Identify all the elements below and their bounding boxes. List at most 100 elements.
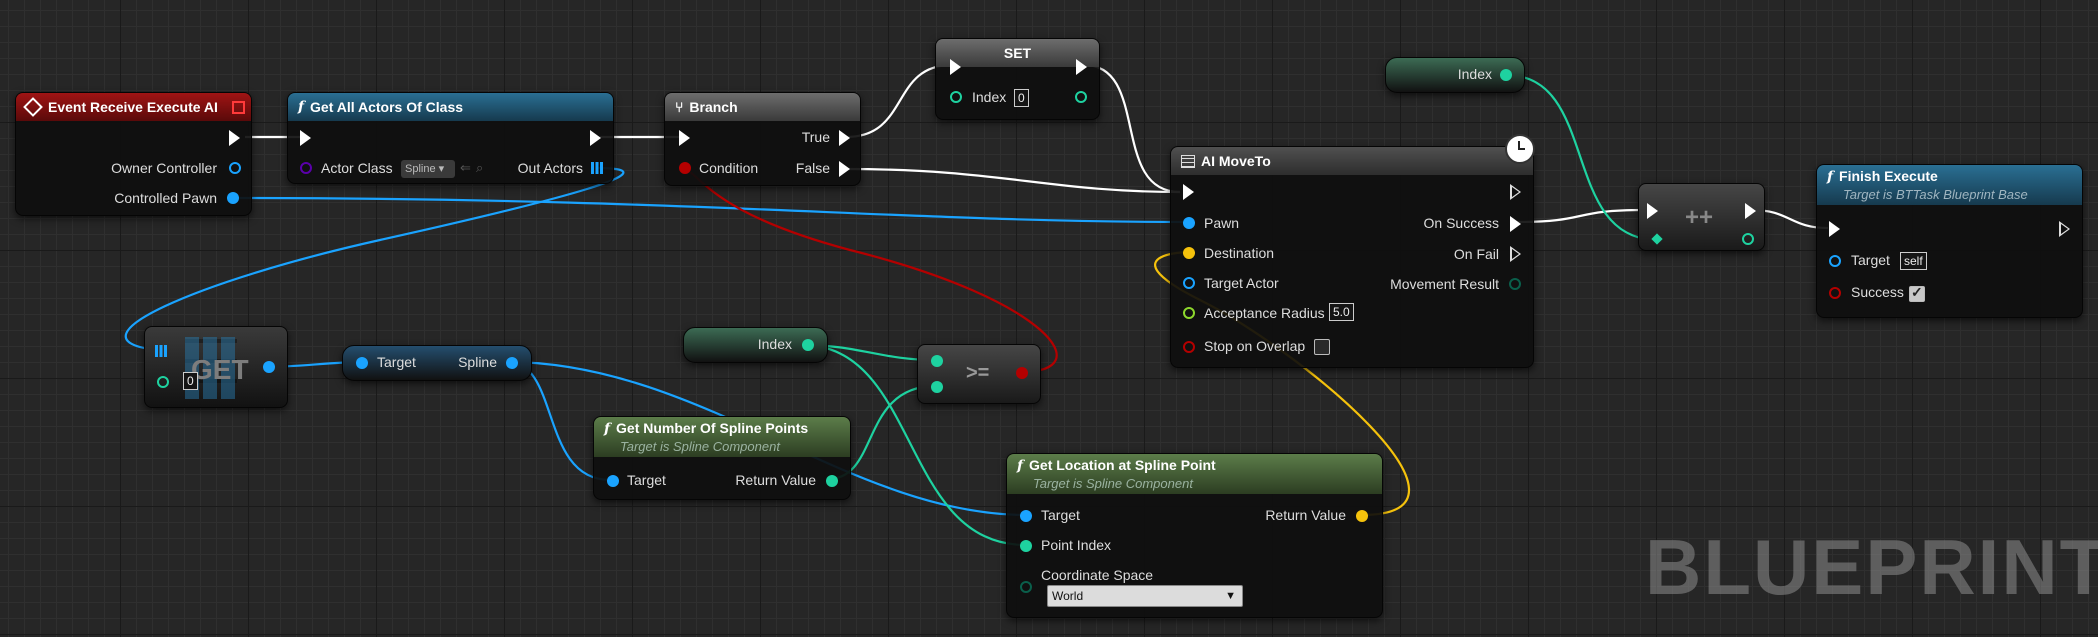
branch-node[interactable]: ⑂Branch True Condition False xyxy=(664,92,861,186)
node-header[interactable]: ⑂Branch xyxy=(665,93,860,121)
index-value-field[interactable]: 0 xyxy=(1014,89,1029,107)
ai-moveto-node[interactable]: AI MoveTo Pawn On Success Destination On… xyxy=(1170,134,1535,368)
index-in-pin[interactable] xyxy=(950,91,962,103)
actor-class-dropdown[interactable]: Spline ▾ xyxy=(401,160,455,178)
true-label: True xyxy=(801,129,830,145)
pawn-pin[interactable] xyxy=(1183,217,1195,229)
node-subtitle: Target is Spline Component xyxy=(1033,476,1193,491)
acceptance-radius-field[interactable]: 5.0 xyxy=(1329,303,1354,321)
event-receive-execute-ai-node[interactable]: Event Receive Execute AI Owner Controlle… xyxy=(15,92,252,216)
true-exec-pin[interactable] xyxy=(839,130,850,146)
node-header[interactable]: Event Receive Execute AI xyxy=(16,93,251,121)
function-icon: f xyxy=(298,99,305,115)
node-title: Get Number Of Spline Points xyxy=(616,420,809,436)
actor-class-pin[interactable] xyxy=(300,162,312,174)
spline-out-pin[interactable] xyxy=(506,357,518,369)
increment-node[interactable]: ++ xyxy=(1638,183,1765,251)
int-out-pin[interactable] xyxy=(1742,233,1754,245)
array-pin-icon[interactable] xyxy=(591,162,603,174)
index-in-pin[interactable] xyxy=(157,376,169,388)
blueprint-watermark: BLUEPRINT xyxy=(1645,523,2098,611)
node-header[interactable]: AI MoveTo xyxy=(1171,147,1533,175)
node-header[interactable]: SET xyxy=(936,39,1099,67)
movement-result-pin[interactable] xyxy=(1509,278,1521,290)
bool-out-pin[interactable] xyxy=(1016,367,1028,379)
index-label: Index xyxy=(972,89,1007,105)
array-get-node[interactable]: GET 0 xyxy=(144,326,288,408)
false-exec-pin[interactable] xyxy=(839,161,850,177)
target-pin[interactable] xyxy=(1020,510,1032,522)
acceptance-radius-pin[interactable] xyxy=(1183,307,1195,319)
exec-out-pin[interactable] xyxy=(2059,221,2070,237)
coordinate-space-label: Coordinate Space xyxy=(1041,567,1154,583)
actor-class-label: Actor Class xyxy=(321,160,393,176)
index-value-field[interactable]: 0 xyxy=(183,372,198,390)
target-pin[interactable] xyxy=(1829,255,1841,267)
index-out-pin[interactable] xyxy=(802,339,814,351)
delegate-pin-icon[interactable] xyxy=(232,101,245,114)
exec-in-pin[interactable] xyxy=(1829,221,1840,237)
return-value-pin[interactable] xyxy=(826,475,838,487)
target-label: Target xyxy=(377,354,416,370)
coordinate-space-pin[interactable] xyxy=(1020,581,1032,593)
index-out-pin[interactable] xyxy=(1500,69,1512,81)
arrow-left-icon[interactable]: ⇐ xyxy=(460,160,471,175)
exec-out-pin[interactable] xyxy=(1076,59,1087,75)
space-value: World xyxy=(1052,589,1084,603)
stop-on-overlap-pin[interactable] xyxy=(1183,341,1195,353)
exec-out-pin[interactable] xyxy=(590,130,601,146)
exec-in-pin[interactable] xyxy=(1647,203,1658,219)
point-index-pin[interactable] xyxy=(1020,540,1032,552)
target-actor-pin[interactable] xyxy=(1183,277,1195,289)
item-out-pin[interactable] xyxy=(263,361,275,373)
coordinate-space-dropdown[interactable]: World ▼ xyxy=(1047,585,1243,607)
stop-on-overlap-checkbox[interactable] xyxy=(1314,339,1330,355)
on-success-exec-pin[interactable] xyxy=(1510,216,1521,232)
index-getter-node[interactable]: Index xyxy=(1385,57,1525,93)
index-out-pin[interactable] xyxy=(1075,91,1087,103)
node-header[interactable]: f Get Number Of Spline Points Target is S… xyxy=(594,417,850,457)
success-checkbox[interactable]: ✓ xyxy=(1909,284,1925,302)
spline-getter-node[interactable]: Target Spline xyxy=(342,345,532,381)
exec-in-pin[interactable] xyxy=(950,59,961,75)
index-getter-node[interactable]: Index xyxy=(683,327,828,363)
controlled-pawn-pin[interactable] xyxy=(227,192,239,204)
array-in-pin[interactable] xyxy=(155,345,167,357)
exec-in-pin[interactable] xyxy=(300,130,311,146)
greater-equal-node[interactable]: >= xyxy=(917,344,1041,404)
function-icon: f xyxy=(604,421,611,437)
node-subtitle: Target is Spline Component xyxy=(620,439,780,454)
int-in-pin[interactable] xyxy=(1651,233,1663,245)
exec-in-pin[interactable] xyxy=(679,130,690,146)
destination-pin[interactable] xyxy=(1183,247,1195,259)
set-index-node[interactable]: SET Index 0 xyxy=(935,38,1100,120)
condition-pin[interactable] xyxy=(679,162,691,174)
exec-out-pin[interactable] xyxy=(1745,203,1756,219)
spline-label: Spline xyxy=(458,354,497,370)
condition-label: Condition xyxy=(699,160,759,176)
on-fail-exec-pin[interactable] xyxy=(1510,246,1521,262)
b-in-pin[interactable] xyxy=(931,381,943,393)
exec-out-pin[interactable] xyxy=(229,130,240,146)
owner-controller-label: Owner Controller xyxy=(111,160,217,176)
get-number-of-spline-points-node[interactable]: f Get Number Of Spline Points Target is S… xyxy=(593,416,851,500)
target-pin[interactable] xyxy=(356,357,368,369)
exec-out-pin[interactable] xyxy=(1510,184,1521,200)
exec-in-pin[interactable] xyxy=(1183,184,1194,200)
class-value: Spline xyxy=(405,163,436,175)
target-self-field[interactable]: self xyxy=(1900,252,1927,270)
success-pin[interactable] xyxy=(1829,287,1841,299)
owner-controller-pin[interactable] xyxy=(229,162,241,174)
search-icon[interactable]: ⌕ xyxy=(476,160,484,175)
chevron-down-icon: ▾ xyxy=(435,163,445,175)
a-in-pin[interactable] xyxy=(931,355,943,367)
return-value-pin[interactable] xyxy=(1356,510,1368,522)
target-pin[interactable] xyxy=(607,475,619,487)
